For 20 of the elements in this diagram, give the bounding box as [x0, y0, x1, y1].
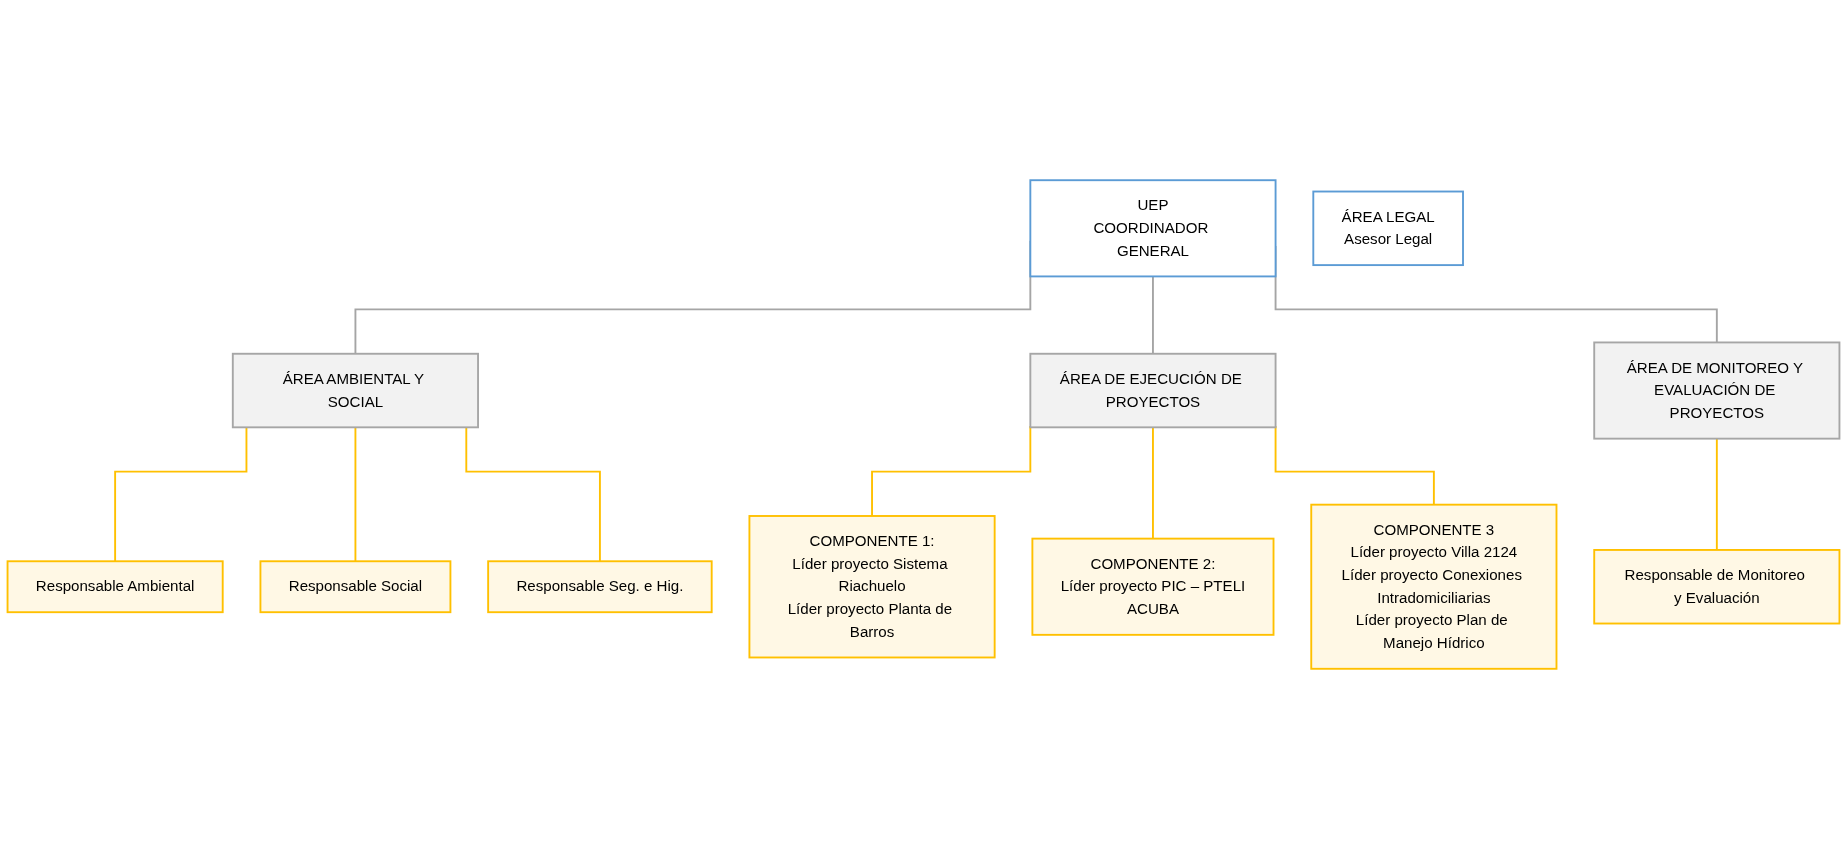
connector	[465, 426, 601, 563]
node-box: COMPONENTE 1: Líder proyecto Sistema Riachuelo Líder proyecto Planta de Barros	[748, 515, 996, 659]
node-box: Responsable de Monitoreo y Evaluación	[1593, 549, 1841, 625]
connector	[1152, 275, 1154, 355]
node-box: Responsable Seg. e Hig.	[487, 560, 713, 614]
node-box: ÁREA AMBIENTAL Y SOCIAL	[231, 352, 479, 429]
node-box: ÁREA DE MONITOREO Y EVALUACIÓN DE PROYECTOS	[1593, 341, 1841, 440]
connector	[871, 425, 1032, 517]
node-box: Responsable Social	[259, 560, 452, 614]
node-box: COMPONENTE 3 Líder proyecto Villa 2124 Líder proyecto Conexiones Intradomiciliarias Líder proyecto Plan de Manejo Hídrico	[1310, 503, 1558, 670]
connector	[1152, 426, 1154, 540]
connector	[1274, 425, 1435, 506]
connector	[1715, 437, 1718, 551]
node-box: Responsable Ambiental	[6, 560, 224, 614]
connector	[114, 426, 248, 563]
node-box: UEP COORDINADOR GENERAL	[1029, 179, 1277, 278]
node-box: COMPONENTE 2: Líder proyecto PIC – PTELI ACUBA	[1031, 537, 1275, 636]
node-box: ÁREA DE EJECUCIÓN DE PROYECTOS	[1029, 352, 1277, 429]
node-box: ÁREA LEGAL Asesor Legal	[1312, 190, 1464, 267]
connector	[354, 426, 357, 563]
